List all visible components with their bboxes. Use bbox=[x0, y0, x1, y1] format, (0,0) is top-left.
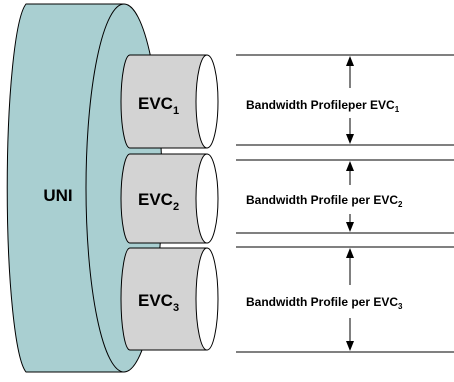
arrowhead-down bbox=[346, 222, 354, 232]
evc-label-1: EVC1 bbox=[138, 94, 179, 117]
profile-bracket-2: Bandwidth Profile per EVC2 bbox=[236, 159, 454, 234]
uni-label: UNI bbox=[43, 186, 72, 205]
evc-cylinder-3: EVC3 bbox=[120, 247, 219, 351]
arrowhead-up bbox=[346, 248, 354, 258]
profile-label-3: Bandwidth Profile per EVC3 bbox=[246, 295, 403, 311]
evc-cylinder-cap bbox=[195, 153, 219, 244]
profile-bracket-3: Bandwidth Profile per EVC3 bbox=[236, 246, 454, 353]
evc-cylinder-2: EVC2 bbox=[120, 153, 219, 244]
evc-cylinder-body bbox=[120, 153, 208, 244]
evc-cylinder-body bbox=[120, 247, 208, 351]
profile-bracket-1: Bandwidth Profileper EVC1 bbox=[236, 54, 454, 146]
profile-label-2: Bandwidth Profile per EVC2 bbox=[246, 193, 403, 209]
arrowhead-up bbox=[346, 56, 354, 66]
evc-cylinder-body bbox=[120, 54, 208, 149]
arrowhead-down bbox=[346, 341, 354, 351]
evc-cylinder-cap bbox=[195, 247, 219, 351]
evc-label-2: EVC2 bbox=[138, 190, 179, 213]
evc-cylinder-cap bbox=[195, 54, 219, 149]
evc-label-3: EVC3 bbox=[138, 291, 179, 314]
profile-label-1: Bandwidth Profileper EVC1 bbox=[246, 98, 400, 114]
arrowhead-down bbox=[346, 134, 354, 144]
evc-cylinder-1: EVC1 bbox=[120, 54, 219, 149]
arrowhead-up bbox=[346, 161, 354, 171]
